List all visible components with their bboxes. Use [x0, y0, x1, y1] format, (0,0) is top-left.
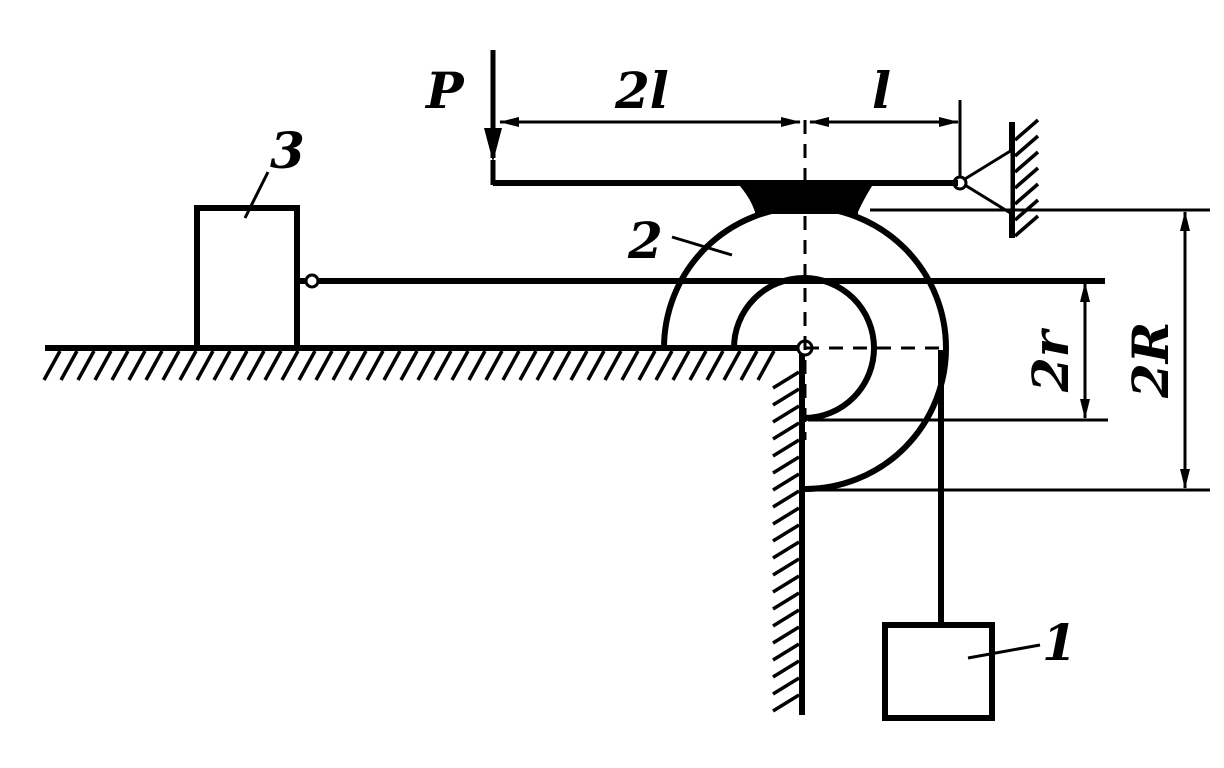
dim-label-l: l [872, 61, 891, 120]
fixed-support [952, 118, 1040, 238]
label-block-3: 3 [270, 121, 305, 180]
block-3 [194, 205, 1105, 351]
horizontal-floor [42, 345, 805, 381]
stepped-wheel [661, 120, 949, 492]
dim-label-2R: 2R [1121, 322, 1180, 399]
vertical-wall [772, 348, 805, 715]
dim-label-2l: 2l [614, 61, 669, 120]
label-leaders [243, 171, 1041, 660]
top-dimensions [499, 100, 962, 178]
force-arrow [484, 50, 502, 185]
load-1 [882, 350, 995, 721]
lever-bar [493, 180, 958, 214]
dim-label-2r: 2r [1021, 327, 1080, 393]
label-wheel-2: 2 [627, 211, 663, 270]
right-dimensions [808, 208, 1210, 492]
label-load-1: 1 [1042, 613, 1077, 672]
force-label: P [424, 61, 465, 120]
